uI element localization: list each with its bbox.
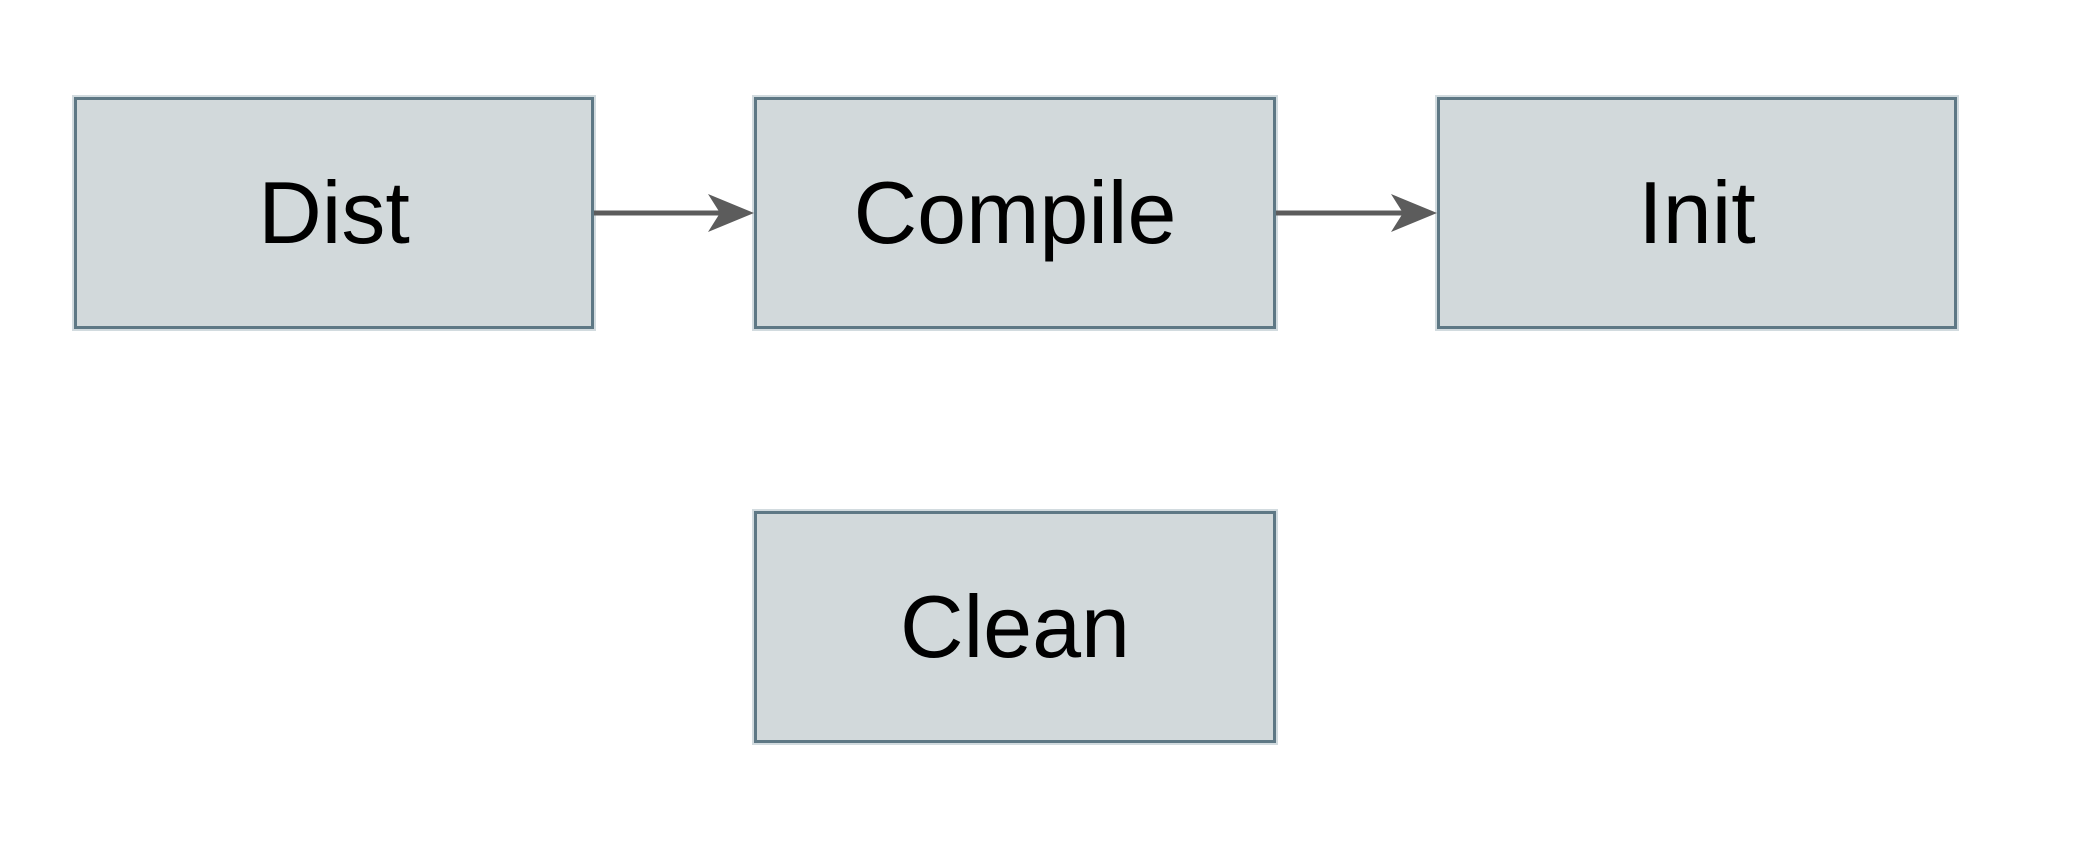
arrowhead-right-icon	[1391, 194, 1437, 232]
arrowhead-right-icon	[708, 194, 754, 232]
node-clean[interactable]: Clean	[754, 511, 1276, 743]
edge-compile-to-init[interactable]	[1276, 194, 1437, 232]
node-compile-label: Compile	[853, 163, 1177, 262]
node-clean-label: Clean	[900, 577, 1130, 676]
edge-dist-to-compile[interactable]	[594, 194, 754, 232]
node-init[interactable]: Init	[1437, 97, 1957, 329]
node-dist[interactable]: Dist	[74, 97, 594, 329]
node-init-label: Init	[1638, 163, 1756, 262]
node-compile[interactable]: Compile	[754, 97, 1276, 329]
node-dist-label: Dist	[258, 163, 410, 262]
